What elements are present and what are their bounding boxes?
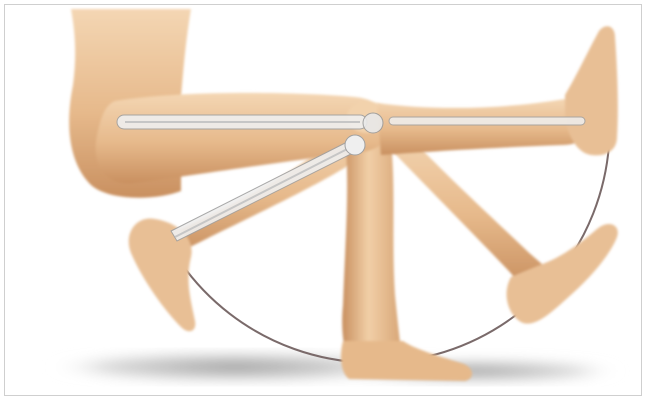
- tibia-bone-extended: [389, 117, 585, 125]
- leg-extended: [377, 26, 618, 155]
- leg-motion-illustration: [5, 5, 642, 396]
- femur-bone: [117, 115, 367, 129]
- thigh: [96, 93, 389, 184]
- floor-shadow: [45, 351, 625, 383]
- leg-vertical: [341, 129, 472, 381]
- image-frame: [4, 4, 642, 396]
- knee-joint: [363, 113, 383, 133]
- leg-forward-down: [375, 127, 618, 324]
